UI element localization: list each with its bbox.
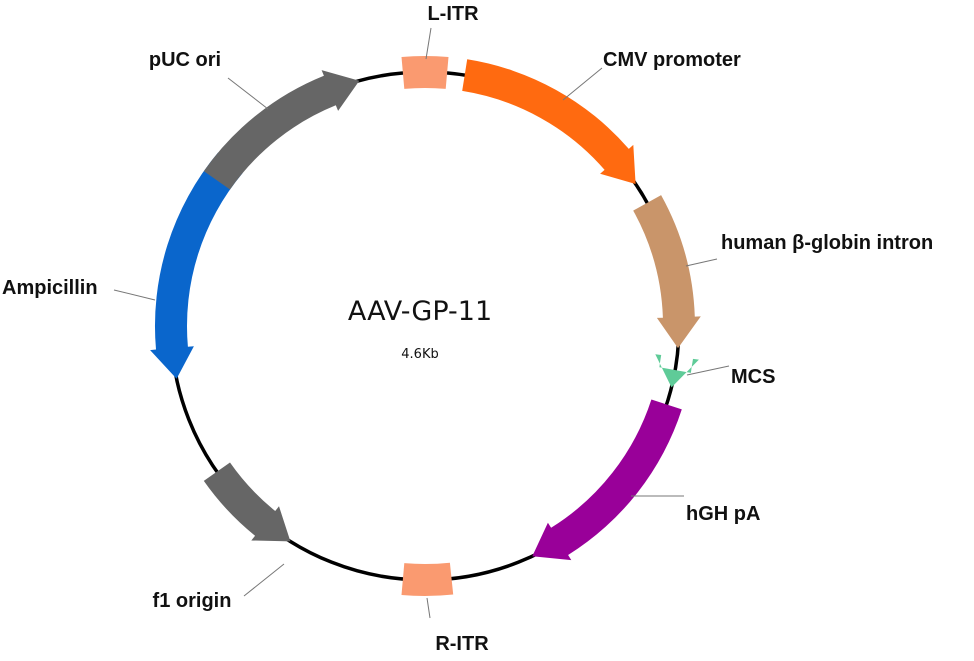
label-puc-ori: pUC ori	[149, 49, 221, 71]
leader-lines	[113, 27, 730, 619]
label-r-itr: R-ITR	[435, 633, 489, 655]
feature-r-itr	[401, 562, 454, 597]
leader-line-l-itr	[425, 27, 432, 60]
label-cmv-promoter: CMV promoter	[603, 49, 741, 71]
feature-puc-ori	[203, 70, 360, 190]
label-hgh-pa: hGH pA	[686, 503, 760, 525]
features-layer	[150, 55, 701, 597]
label-ampicillin: Ampicillin	[2, 277, 98, 299]
leader-line-cmv-promoter	[562, 67, 603, 101]
plasmid-name: AAV-GP-11	[348, 296, 492, 327]
leader-line-ampicillin	[113, 289, 156, 301]
feature-f1-origin	[203, 462, 291, 542]
feature-l-itr	[401, 55, 449, 89]
leader-line-puc-ori	[227, 77, 269, 110]
label-l-itr: L-ITR	[427, 3, 479, 25]
label-f1-origin: f1 origin	[153, 590, 232, 612]
feature-labels: L-ITR CMV promoter human β-globin intronMC…	[2, 3, 933, 655]
leader-line-r-itr	[426, 597, 431, 619]
plasmid-size: 4.6Kb	[401, 347, 438, 362]
label-mcs: MCS	[731, 366, 775, 388]
feature-hgh-pa	[532, 399, 682, 561]
leader-line-f1-origin	[243, 563, 285, 597]
feature-cmv-promoter	[462, 59, 636, 184]
leader-line-human-beta-globin-intron	[685, 258, 718, 267]
feature-ampicillin	[150, 152, 243, 379]
leader-line-mcs	[686, 365, 730, 376]
label-human-beta-globin-intron: human β-globin intron	[721, 232, 933, 254]
feature-human-beta-globin-intron	[633, 195, 701, 349]
feature-mcs	[655, 354, 699, 388]
